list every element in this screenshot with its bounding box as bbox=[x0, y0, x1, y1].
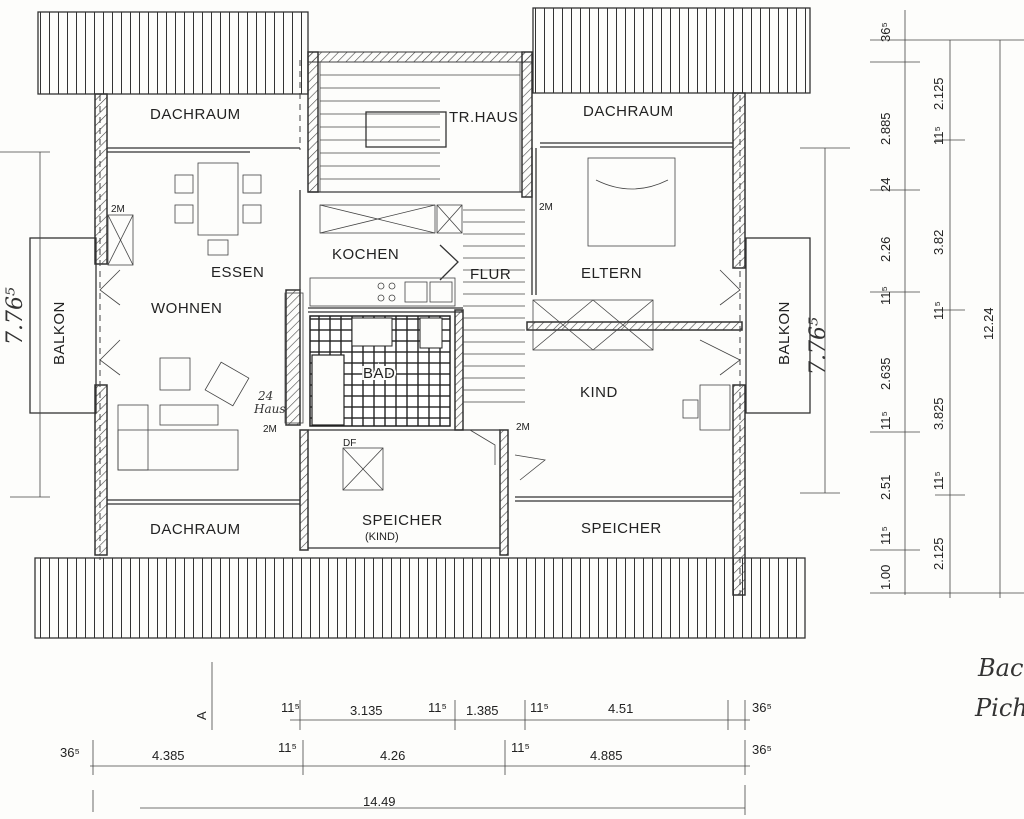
label-dachraum-top-left: DACHRAUM bbox=[150, 106, 241, 123]
label-flur: FLUR bbox=[470, 266, 511, 283]
label-speicher-kind-sub: (KIND) bbox=[365, 531, 399, 543]
label-balkon-right: BALKON bbox=[776, 301, 793, 365]
dim-c1-3: 2.26 bbox=[878, 237, 893, 262]
note-bad-1: 24 bbox=[257, 389, 273, 403]
roof-overhangs bbox=[34, 7, 811, 639]
staircase bbox=[319, 61, 525, 403]
dim-c1-2: 24 bbox=[878, 178, 893, 192]
side-ticks bbox=[0, 147, 850, 498]
dim-r1-6: 36⁵ bbox=[752, 700, 772, 715]
kind-desk bbox=[682, 384, 731, 431]
note-height-right: 7.76⁵ bbox=[806, 317, 831, 375]
dim-r2-6: 36⁵ bbox=[752, 742, 772, 757]
label-df: DF bbox=[343, 438, 356, 449]
living-furniture bbox=[117, 357, 250, 471]
dim-r1-3: 1.385 bbox=[466, 703, 499, 718]
dim-r1-0: 11⁵ bbox=[281, 700, 300, 715]
exterior-walls bbox=[94, 51, 746, 596]
dim-r2-3: 4.26 bbox=[380, 748, 405, 763]
label-essen: ESSEN bbox=[211, 264, 264, 281]
marker-2m-4: 2M bbox=[516, 422, 530, 433]
marker-2m-2: 2M bbox=[539, 202, 553, 213]
handwritten-notes: 7.76⁵ 7.76⁵ 24 Haus Bac Pich bbox=[3, 287, 1024, 722]
label-wohnen: WOHNEN bbox=[151, 300, 222, 317]
dim-r1-5: 4.51 bbox=[608, 701, 633, 716]
balconies bbox=[29, 237, 811, 414]
dim-total-bottom: 14.49 bbox=[363, 794, 396, 809]
note-bad-2: Haus bbox=[253, 402, 286, 416]
label-kind: KIND bbox=[580, 384, 618, 401]
section-marker: A bbox=[194, 711, 209, 720]
dim-r2-0: 36⁵ bbox=[60, 745, 80, 760]
label-bad: BAD bbox=[363, 365, 395, 382]
dim-c2-1: 11⁵ bbox=[931, 126, 946, 145]
bathtub bbox=[311, 354, 345, 426]
dim-r2-5: 4.885 bbox=[590, 748, 623, 763]
double-bed bbox=[587, 157, 676, 247]
dim-c1-6: 11⁵ bbox=[878, 411, 893, 430]
dim-c2-3: 11⁵ bbox=[931, 301, 946, 320]
marker-2m-3: 2M bbox=[263, 424, 277, 435]
dim-r2-2: 11⁵ bbox=[278, 740, 297, 755]
dim-c2-5: 11⁵ bbox=[931, 471, 946, 490]
dim-r1-4: 11⁵ bbox=[530, 700, 549, 715]
dim-c2-0: 2.125 bbox=[931, 77, 946, 110]
dim-total-right: 12.24 bbox=[981, 307, 996, 340]
right-dimensions: 36⁵ 2.885 24 2.26 11⁵ 2.635 11⁵ 2.51 11⁵… bbox=[870, 10, 1024, 598]
dim-c1-5: 2.635 bbox=[878, 357, 893, 390]
dim-r2-4: 11⁵ bbox=[511, 740, 530, 755]
skylight bbox=[342, 447, 384, 491]
dim-c2-4: 3.825 bbox=[931, 397, 946, 430]
room-labels: DACHRAUM TR.HAUS DACHRAUM ESSEN KOCHEN F… bbox=[51, 103, 793, 543]
note-corner-2: Pich bbox=[974, 694, 1024, 722]
label-eltern: ELTERN bbox=[581, 265, 642, 282]
dim-c1-0: 36⁵ bbox=[878, 22, 893, 42]
dim-c1-4: 11⁵ bbox=[878, 286, 893, 305]
washbasin bbox=[351, 317, 393, 347]
dim-c2-6: 2.125 bbox=[931, 537, 946, 570]
dim-c1-7: 2.51 bbox=[878, 475, 893, 500]
toilet bbox=[419, 317, 443, 349]
label-dachraum-bottom: DACHRAUM bbox=[150, 521, 241, 538]
dim-r1-1: 3.135 bbox=[350, 703, 383, 718]
label-speicher-kind: SPEICHER bbox=[362, 512, 443, 529]
bottom-dimensions: A 11⁵ 3.135 11⁵ 1.385 11⁵ 4.51 36⁵ 36⁵ 4… bbox=[60, 662, 772, 815]
note-corner-1: Bac bbox=[977, 654, 1023, 682]
dim-r1-2: 11⁵ bbox=[428, 700, 447, 715]
wardrobes bbox=[107, 204, 654, 424]
label-tr-haus: TR.HAUS bbox=[449, 109, 518, 126]
dim-c2-2: 3.82 bbox=[931, 230, 946, 255]
dim-c1-8: 11⁵ bbox=[878, 526, 893, 545]
label-kochen: KOCHEN bbox=[332, 246, 399, 263]
note-height-left: 7.76⁵ bbox=[3, 287, 28, 345]
door-swings bbox=[99, 269, 741, 481]
marker-2m-1: 2M bbox=[111, 204, 125, 215]
dining-table bbox=[174, 162, 262, 256]
label-speicher-right: SPEICHER bbox=[581, 520, 662, 537]
dim-r2-1: 4.385 bbox=[152, 748, 185, 763]
dim-c1-1: 2.885 bbox=[878, 112, 893, 145]
kitchen-counter bbox=[309, 277, 456, 307]
label-dachraum-top-right: DACHRAUM bbox=[583, 103, 674, 120]
dim-c1-9: 1.00 bbox=[878, 565, 893, 590]
label-balkon-left: BALKON bbox=[51, 301, 68, 365]
